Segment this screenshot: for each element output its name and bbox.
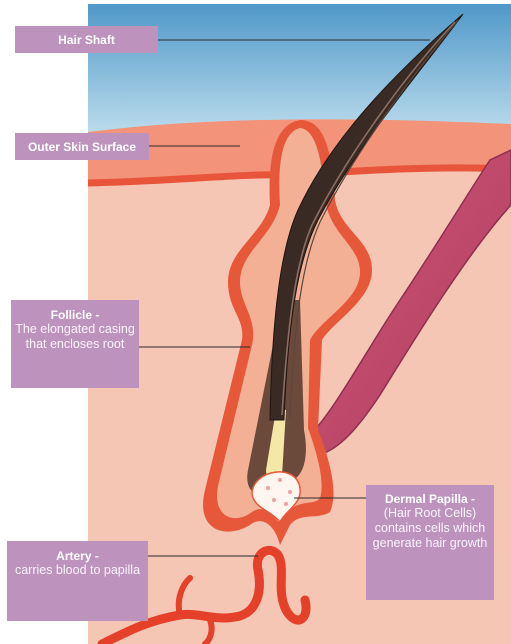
artery-title: Artery - bbox=[11, 549, 144, 563]
papilla-cell bbox=[266, 486, 270, 490]
hair-shaft-title: Hair Shaft bbox=[15, 33, 158, 47]
follicle-description: The elongated casing that encloses root bbox=[15, 322, 135, 352]
papilla-cell bbox=[272, 498, 276, 502]
dermal-papilla-description: (Hair Root Cells) contains cells which g… bbox=[370, 506, 490, 551]
dermal-papilla-title: Dermal Papilla - bbox=[370, 492, 490, 506]
papilla-cell bbox=[284, 502, 288, 506]
outer-skin-surface-title: Outer Skin Surface bbox=[15, 140, 149, 154]
air-region bbox=[88, 4, 511, 134]
dermal-papilla-label: Dermal Papilla - (Hair Root Cells) conta… bbox=[366, 485, 494, 600]
artery-label: Artery - carries blood to papilla bbox=[7, 541, 148, 621]
follicle-label: Follicle - The elongated casing that enc… bbox=[11, 300, 139, 388]
outer-skin-surface-label: Outer Skin Surface bbox=[15, 133, 149, 160]
artery-description: carries blood to papilla bbox=[11, 563, 144, 578]
follicle-title: Follicle - bbox=[15, 308, 135, 322]
papilla-cell bbox=[288, 490, 292, 494]
papilla-cell bbox=[278, 478, 282, 482]
hair-shaft-label: Hair Shaft bbox=[15, 26, 158, 53]
